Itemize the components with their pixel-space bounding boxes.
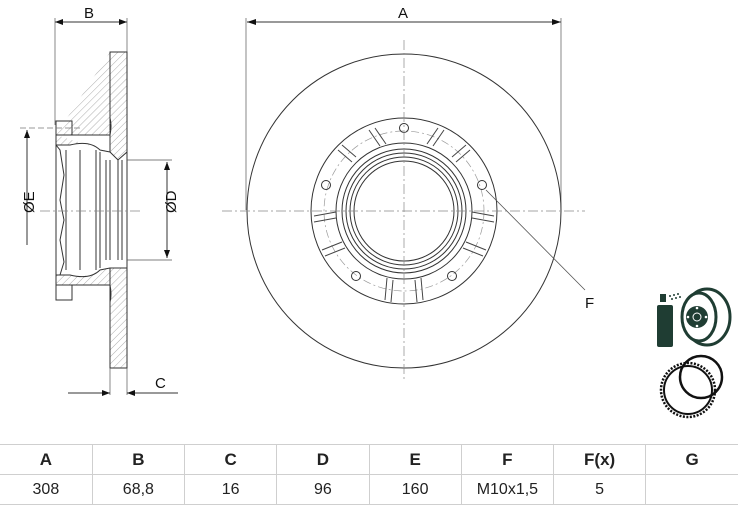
header-fx: F(x) [552,444,647,475]
header-f: F [460,444,555,475]
spec-table-header-row: A B C D E F F(x) G [0,444,738,475]
value-a: 308 [0,474,93,505]
dim-label-d: ØD [163,190,180,213]
value-c: 16 [183,474,278,505]
header-g: G [645,444,738,475]
header-a: A [0,444,93,475]
brake-disc-drawing: B C ØE ØD [20,5,732,419]
dim-label-c: C [155,375,166,392]
header-e: E [368,444,462,475]
value-f: M10x1,5 [460,474,555,505]
value-fx: 5 [552,474,647,505]
side-section-view [20,18,178,396]
spray-cleaner-disc-icon [657,287,732,347]
header-d: D [276,444,370,475]
front-view [222,18,586,380]
value-b: 68,8 [91,474,186,505]
value-g [645,474,738,505]
value-d: 96 [276,474,370,505]
value-e: 160 [368,474,462,505]
spec-table: A B C D E F F(x) G 308 68,8 16 96 160 M1… [0,444,738,505]
dim-label-b: B [84,5,94,22]
dim-label-f: F [585,295,594,312]
header-c: C [183,444,278,475]
spec-table-value-row: 308 68,8 16 96 160 M10x1,5 5 [0,474,738,505]
dim-label-e: ØE [21,191,38,213]
header-b: B [91,444,186,475]
dim-label-a: A [398,5,408,22]
abs-ring-icon [659,354,724,419]
